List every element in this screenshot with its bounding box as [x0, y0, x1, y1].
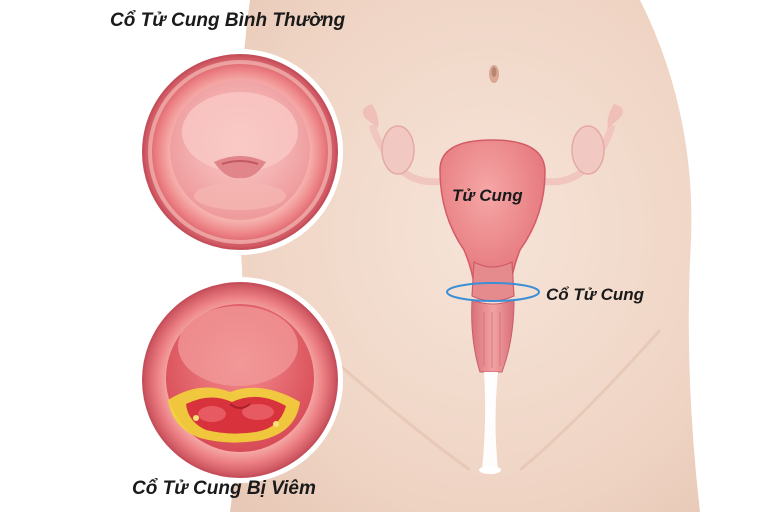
uterus-shape	[439, 139, 546, 291]
normal-cervix-view	[137, 49, 343, 255]
vaginal-canal	[471, 299, 515, 373]
inflamed-cervix-view	[137, 277, 343, 483]
inflamed-cervix-title: Cổ Tử Cung Bị Viêm	[132, 478, 316, 499]
cervix-marker-ring	[446, 282, 540, 302]
normal-cervix-title: Cổ Tử Cung Bình Thường	[110, 10, 346, 31]
right-ovary	[571, 125, 605, 175]
discharge-stream	[482, 372, 498, 470]
cervix-label: Cổ Tử Cung	[546, 285, 645, 304]
cervix-shape	[471, 261, 515, 302]
uterus-label: Tử Cung	[452, 186, 523, 205]
left-ovary	[381, 125, 415, 175]
